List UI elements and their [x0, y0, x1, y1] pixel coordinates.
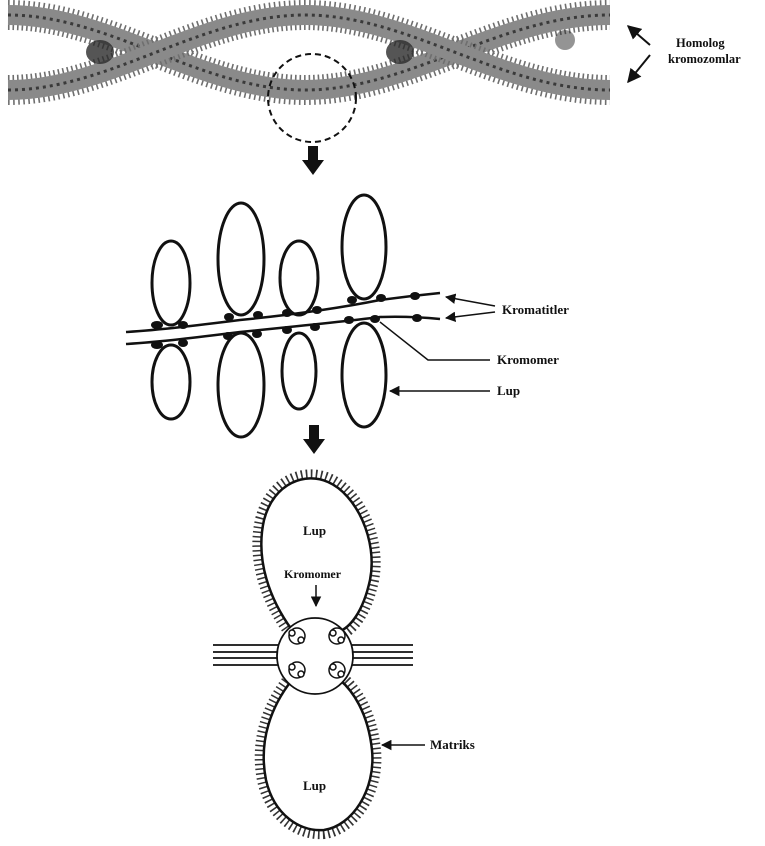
down-arrow-1	[302, 146, 324, 175]
loop-detail-panel: Lup Kromomer Matriks Lup	[213, 478, 475, 830]
label-homolog-line2: kromozomlar	[668, 52, 741, 66]
label-lup-top: Lup	[303, 523, 326, 538]
lower-loops	[152, 323, 386, 437]
kromomer-pointer	[380, 322, 490, 360]
label-matriks: Matriks	[430, 737, 475, 752]
down-arrow-2	[303, 425, 325, 454]
homolog-arrow-top	[628, 26, 650, 45]
label-lup-mid: Lup	[497, 383, 520, 398]
homolog-chromosomes-panel: Homolog kromozomlar	[8, 15, 741, 142]
label-kromomer-mid: Kromomer	[497, 352, 559, 367]
upper-detail-loop	[261, 478, 371, 632]
label-homolog-line1: Homolog	[676, 36, 725, 50]
homolog-arrow-bottom	[628, 55, 650, 82]
lower-detail-loop	[264, 680, 373, 830]
kromatitler-pointer-2	[446, 312, 495, 318]
label-lup-bottom: Lup	[303, 778, 326, 793]
lampbrush-panel: Kromatitler Kromomer Lup	[126, 195, 569, 437]
label-kromatitler: Kromatitler	[502, 302, 569, 317]
kromatitler-pointer-1	[446, 297, 495, 306]
label-kromomer-bottom: Kromomer	[284, 567, 342, 581]
